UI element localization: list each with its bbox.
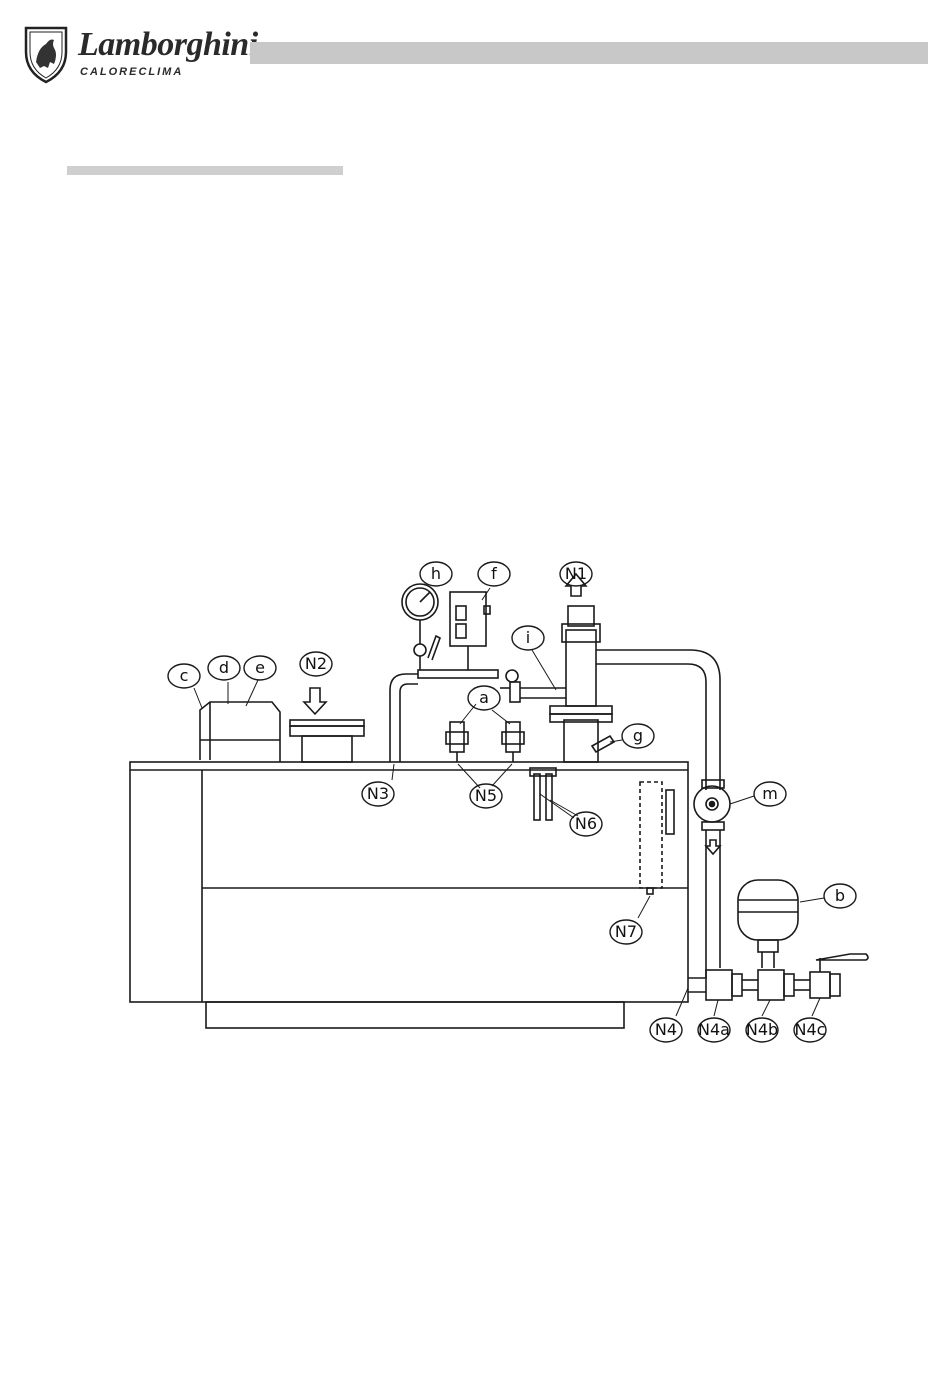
boiler-base bbox=[206, 1002, 624, 1028]
brand-name: Lamborghini bbox=[78, 26, 258, 64]
header-bar bbox=[250, 42, 928, 64]
label-n4c: N4c bbox=[795, 1020, 826, 1039]
label-n1: N1 bbox=[565, 564, 587, 583]
label-n3: N3 bbox=[367, 784, 389, 803]
boiler-diagram: h f N1 i N2 c d e a g N3 N5 N6 m b N7 N4… bbox=[110, 540, 890, 1060]
label-g: g bbox=[633, 726, 643, 745]
bull-shield-icon bbox=[20, 22, 72, 84]
safety-valve-1 bbox=[450, 722, 464, 752]
section-title-bar bbox=[67, 166, 343, 175]
expansion-vessel bbox=[738, 880, 798, 940]
label-n6: N6 bbox=[575, 814, 597, 833]
label-e: e bbox=[255, 658, 265, 677]
label-m: m bbox=[762, 784, 778, 803]
label-h: h bbox=[431, 564, 441, 583]
label-n7: N7 bbox=[615, 922, 637, 941]
label-n4: N4 bbox=[655, 1020, 677, 1039]
safety-valve-2 bbox=[506, 722, 520, 752]
label-n5: N5 bbox=[475, 786, 497, 805]
brand-subtitle: CALORECLIMA bbox=[80, 66, 183, 78]
label-n4b: N4b bbox=[746, 1020, 778, 1039]
control-panel bbox=[200, 702, 280, 762]
label-d: d bbox=[219, 658, 229, 677]
label-b: b bbox=[835, 886, 845, 905]
label-n2: N2 bbox=[305, 654, 327, 673]
label-c: c bbox=[180, 666, 189, 685]
label-n4a: N4a bbox=[698, 1020, 730, 1039]
label-a: a bbox=[479, 688, 489, 707]
label-i: i bbox=[526, 628, 530, 647]
label-f: f bbox=[491, 564, 497, 583]
boiler-body bbox=[130, 762, 688, 1002]
brand-logo: Lamborghini CALORECLIMA bbox=[20, 22, 240, 88]
